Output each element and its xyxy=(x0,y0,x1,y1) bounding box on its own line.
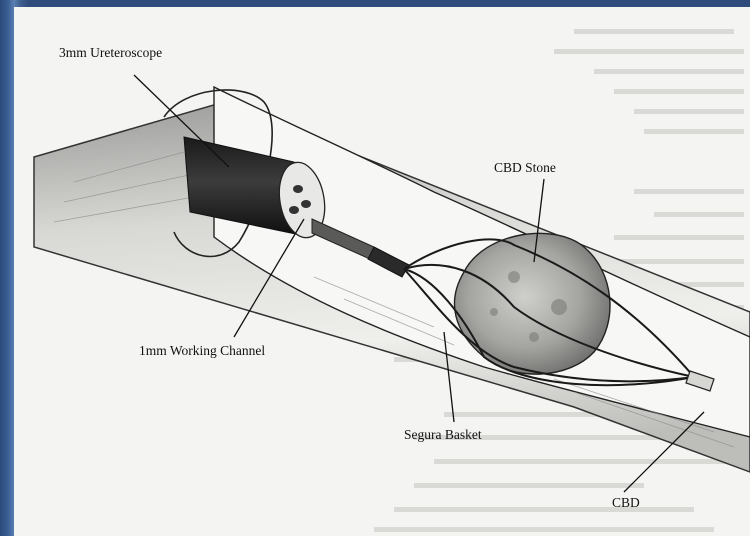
label-ureteroscope: 3mm Ureteroscope xyxy=(59,45,162,60)
ureteroscope-diagram: 3mm Ureteroscope CBD Stone 1mm Working C… xyxy=(14,7,750,536)
label-cbd-stone: CBD Stone xyxy=(494,160,556,175)
figure-panel: 3mm Ureteroscope CBD Stone 1mm Working C… xyxy=(14,7,750,536)
common-bile-duct xyxy=(34,87,750,472)
label-segura-basket: Segura Basket xyxy=(404,427,482,442)
label-cbd: CBD xyxy=(612,495,640,510)
label-working-channel: 1mm Working Channel xyxy=(139,343,265,358)
